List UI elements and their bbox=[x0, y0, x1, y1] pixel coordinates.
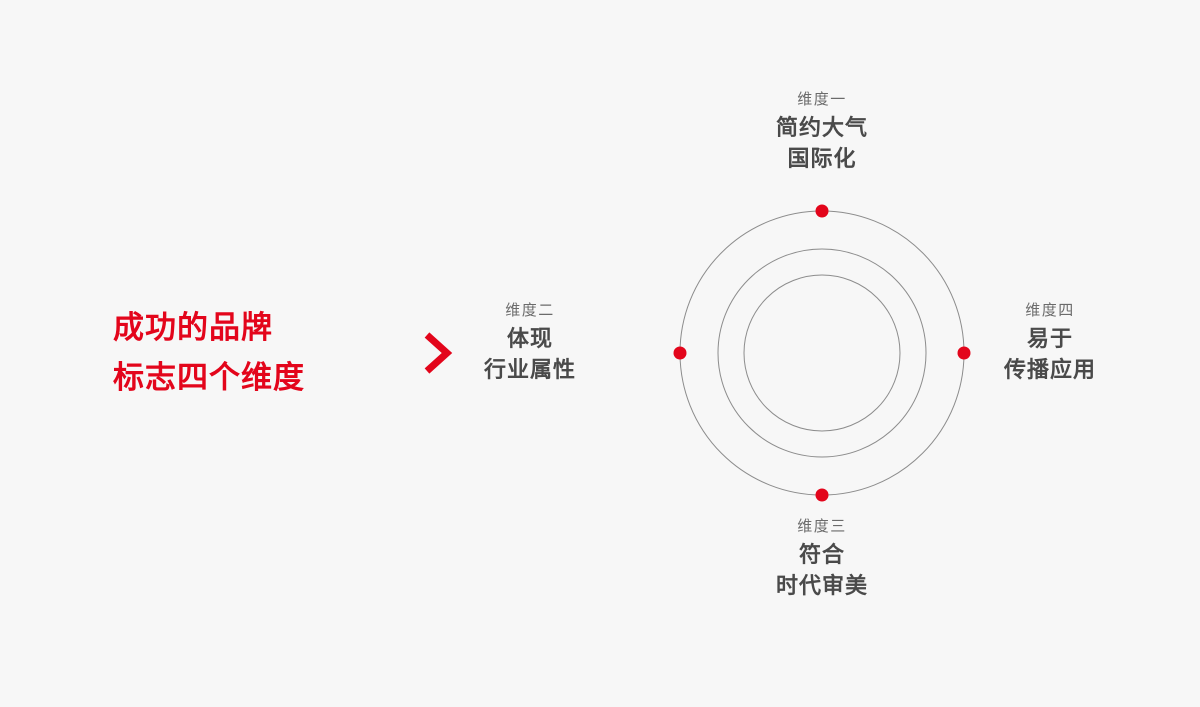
page-title-line-2: 标志四个维度 bbox=[113, 360, 305, 396]
label-dimension-two-title-line-2: 行业属性 bbox=[483, 358, 576, 383]
node-dot-left bbox=[673, 346, 687, 360]
node-dot-top bbox=[815, 204, 829, 218]
chevron-right-icon bbox=[418, 330, 458, 376]
node-dot-bottom bbox=[815, 488, 829, 502]
label-dimension-three: 维度三 符合 时代审美 bbox=[672, 519, 972, 598]
page-title-line-1: 成功的品牌 bbox=[113, 310, 273, 346]
label-dimension-four-title-line-1: 易于 bbox=[1026, 327, 1073, 352]
label-dimension-three-title-line-2: 时代审美 bbox=[775, 574, 868, 599]
label-dimension-four-title-line-2: 传播应用 bbox=[1003, 358, 1096, 383]
label-dimension-one: 维度一 简约大气 国际化 bbox=[672, 92, 972, 171]
label-dimension-two: 维度二 体现 行业属性 bbox=[455, 303, 605, 382]
label-dimension-one-title-line-2: 国际化 bbox=[787, 147, 857, 172]
label-dimension-one-kicker: 维度一 bbox=[797, 90, 847, 108]
label-dimension-three-title-line-1: 符合 bbox=[798, 543, 845, 568]
node-dot-right bbox=[957, 346, 971, 360]
label-dimension-one-title-line-1: 简约大气 bbox=[775, 116, 868, 141]
label-dimension-two-title-line-1: 体现 bbox=[506, 327, 553, 352]
concentric-rings-diagram bbox=[672, 203, 972, 503]
ring-outer bbox=[679, 210, 965, 496]
ring-inner bbox=[743, 274, 901, 432]
label-dimension-four: 维度四 易于 传播应用 bbox=[975, 303, 1125, 382]
ring-middle bbox=[717, 248, 927, 458]
label-dimension-two-kicker: 维度二 bbox=[505, 301, 555, 319]
page-title: 成功的品牌 标志四个维度 bbox=[113, 303, 443, 403]
label-dimension-three-kicker: 维度三 bbox=[797, 517, 847, 535]
label-dimension-four-kicker: 维度四 bbox=[1025, 301, 1075, 319]
